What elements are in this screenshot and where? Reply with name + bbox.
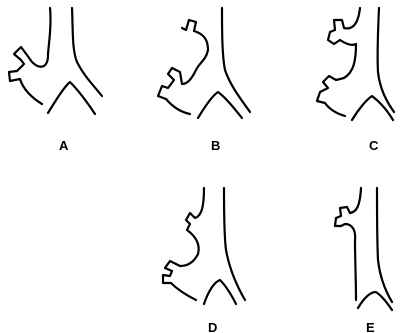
- panel-a-label: A: [59, 138, 69, 153]
- panel-a-bifurcation: [48, 82, 95, 114]
- panel-c-label: C: [369, 138, 379, 153]
- panel-b-label: B: [211, 138, 220, 153]
- panel-e-diagram: E: [335, 188, 392, 333]
- panel-d-diagram: D: [163, 188, 245, 333]
- panel-a-diagram: A: [9, 8, 102, 153]
- panel-d-label: D: [208, 320, 217, 333]
- panel-e-right-wall: [377, 188, 392, 302]
- panel-c-right-wall: [378, 8, 394, 112]
- panel-c-diagram: C: [317, 8, 394, 153]
- panel-a-right-wall: [72, 8, 102, 96]
- panel-c-left-wall: [317, 8, 360, 116]
- panel-b-bifurcation: [198, 92, 242, 118]
- panel-d-right-wall: [224, 188, 245, 300]
- panel-b-right-wall: [222, 8, 250, 112]
- panel-d-bifurcation: [204, 280, 236, 304]
- panel-a-left-wall: [9, 8, 51, 104]
- panel-e-label: E: [366, 320, 375, 333]
- panel-b-left-wall: [158, 20, 208, 114]
- panel-e-left-wall: [335, 188, 361, 300]
- panel-b-diagram: B: [158, 8, 250, 153]
- panel-d-left-wall: [163, 188, 204, 300]
